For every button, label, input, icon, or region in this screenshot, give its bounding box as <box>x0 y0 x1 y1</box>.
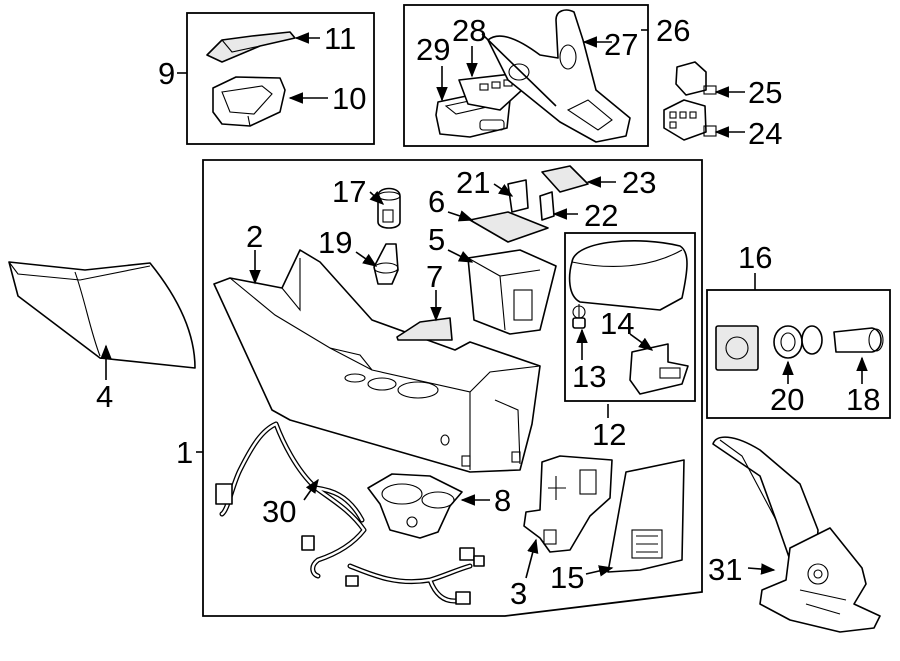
callout-10: 10 <box>332 81 366 116</box>
callout-9: 9 <box>158 56 175 91</box>
part-3-bracket <box>523 455 613 553</box>
group-box-16 <box>706 289 891 419</box>
part-18-plug <box>833 327 884 353</box>
part-6-lid <box>469 211 549 243</box>
callout-20: 20 <box>770 382 804 417</box>
part-13-pin <box>572 304 586 329</box>
callout-25: 25 <box>748 75 782 110</box>
callout-21: 21 <box>456 165 490 200</box>
part-11-tray-lid <box>206 31 296 63</box>
group-box-9 <box>186 12 375 145</box>
part-5-storage-bin <box>467 249 557 335</box>
part-15-side-panel <box>607 459 685 573</box>
group-box-26 <box>403 4 649 147</box>
callout-13: 13 <box>572 359 606 394</box>
callout-31: 31 <box>708 552 742 587</box>
part-25-switch <box>675 61 717 96</box>
callout-27: 27 <box>604 27 638 62</box>
callout-2: 2 <box>246 219 263 254</box>
callout-4: 4 <box>96 379 113 414</box>
callout-5: 5 <box>428 222 445 257</box>
part-30-wiring-harness <box>215 421 485 605</box>
part-22-clip <box>539 191 555 221</box>
part-8-cup-holder <box>367 473 463 539</box>
callout-3: 3 <box>510 576 527 611</box>
part-14-latch <box>629 343 689 395</box>
part-31-brake-lever <box>712 436 881 633</box>
callout-17: 17 <box>332 174 366 209</box>
callout-11: 11 <box>324 21 356 56</box>
group-box-1 <box>202 159 703 617</box>
callout-1: 1 <box>176 435 193 470</box>
callout-22: 22 <box>584 198 618 233</box>
part-23-trim <box>541 165 589 193</box>
callout-7: 7 <box>426 259 443 294</box>
part-19-receptacle <box>373 243 399 285</box>
callout-28: 28 <box>452 13 486 48</box>
part-16-bezel <box>715 325 759 371</box>
part-1-console <box>213 249 541 473</box>
part-20-receptacle <box>773 325 823 359</box>
callout-19: 19 <box>318 225 352 260</box>
part-24-switch-module <box>663 99 717 141</box>
part-7-cover <box>396 317 453 341</box>
callout-labels: 9 11 10 28 29 27 26 25 24 17 21 23 6 22 … <box>96 13 880 611</box>
part-12-armrest <box>568 240 688 311</box>
callout-23: 23 <box>622 165 656 200</box>
callout-26: 26 <box>656 13 690 48</box>
callout-29: 29 <box>416 32 450 67</box>
callout-24: 24 <box>748 116 782 151</box>
part-27-trim-plate <box>487 9 631 143</box>
part-10-storage-bin <box>212 76 286 127</box>
callout-15: 15 <box>550 560 584 595</box>
callout-8: 8 <box>494 483 511 518</box>
part-4-side-panel <box>8 261 196 369</box>
callout-6: 6 <box>428 184 445 219</box>
callout-16: 16 <box>738 240 772 275</box>
part-17-socket <box>377 187 401 229</box>
group-box-12 <box>564 232 696 402</box>
callout-12: 12 <box>592 417 626 452</box>
callout-30: 30 <box>262 494 296 529</box>
leader-lines <box>100 29 868 579</box>
callout-14: 14 <box>600 306 634 341</box>
callout-18: 18 <box>846 382 880 417</box>
